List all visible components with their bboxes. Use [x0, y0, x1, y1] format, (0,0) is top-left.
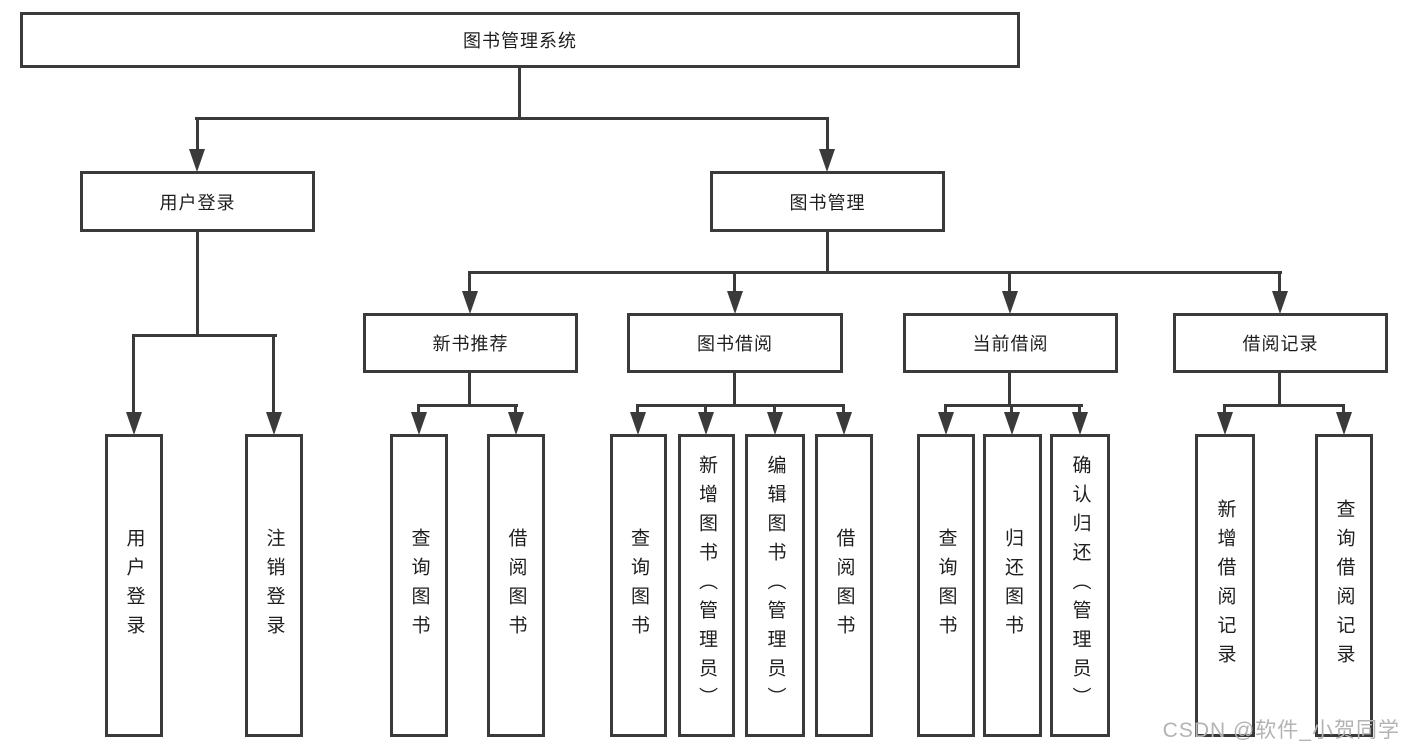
node-book-borrow: 图书借阅 — [627, 313, 843, 373]
leaf-label: 新增借阅记录 — [1214, 498, 1236, 673]
node-leaf-cb-confirm-return: 确认归还（管理员） — [1050, 434, 1110, 737]
leaf-label: 查询图书 — [408, 527, 430, 644]
connector-hline — [417, 404, 518, 407]
node-leaf-br-query-record: 查询借阅记录 — [1315, 434, 1373, 737]
connector-vline — [1078, 404, 1081, 416]
connector-vline — [518, 68, 521, 120]
connector-vline — [636, 404, 639, 416]
connector-vline — [733, 271, 736, 297]
leaf-label: 新增图书（管理员） — [696, 455, 717, 716]
node-library-management-system: 图书管理系统 — [20, 12, 1020, 68]
connector-vline — [1342, 404, 1345, 416]
connector-vline — [514, 404, 517, 416]
connector-vline — [733, 373, 736, 407]
connector-vline — [1010, 404, 1013, 416]
node-leaf-bb-borrow-book: 借阅图书 — [815, 434, 873, 737]
node-leaf-logout: 注销登录 — [245, 434, 303, 737]
connector-vline — [468, 373, 471, 407]
connector-vline — [1223, 404, 1226, 416]
node-leaf-cb-query-book: 查询图书 — [917, 434, 975, 737]
node-leaf-nbr-borrow-book: 借阅图书 — [487, 434, 545, 737]
connector-vline — [1008, 373, 1011, 407]
leaf-label: 借阅图书 — [833, 527, 855, 644]
arrow-down-icon — [767, 412, 783, 435]
connector-hline — [636, 404, 845, 407]
node-new-book-recommend: 新书推荐 — [363, 313, 578, 373]
connector-hline — [1223, 404, 1345, 407]
node-leaf-bb-query-book: 查询图书 — [610, 434, 667, 737]
connector-vline — [196, 232, 199, 337]
arrow-down-icon — [819, 149, 835, 172]
csdn-watermark: CSDN @软件_小贺同学 — [1162, 719, 1400, 742]
arrow-down-icon — [1002, 291, 1018, 314]
node-borrow-records: 借阅记录 — [1173, 313, 1388, 373]
connector-vline — [1008, 271, 1011, 297]
leaf-label: 确认归还（管理员） — [1069, 455, 1091, 716]
leaf-label: 查询图书 — [628, 527, 649, 644]
connector-vline — [1278, 271, 1281, 297]
node-leaf-bb-add-book: 新增图书（管理员） — [678, 434, 735, 737]
connector-vline — [773, 404, 776, 416]
connector-vline — [944, 404, 947, 416]
leaf-label: 借阅图书 — [505, 527, 527, 644]
arrow-down-icon — [1217, 412, 1233, 435]
connector-hline — [195, 117, 829, 120]
connector-vline — [468, 271, 471, 297]
leaf-label: 编辑图书（管理员） — [764, 455, 786, 716]
arrow-down-icon — [836, 412, 852, 435]
arrow-down-icon — [508, 412, 524, 435]
arrow-down-icon — [1336, 412, 1352, 435]
connector-vline — [704, 404, 707, 416]
node-leaf-br-add-record: 新增借阅记录 — [1195, 434, 1255, 737]
connector-vline — [132, 334, 135, 416]
connector-vline — [272, 334, 275, 416]
leaf-label: 用户登录 — [123, 527, 145, 644]
arrow-down-icon — [462, 291, 478, 314]
arrow-down-icon — [411, 412, 427, 435]
connector-vline — [417, 404, 420, 416]
arrow-down-icon — [126, 412, 142, 435]
leaf-label: 归还图书 — [1002, 527, 1023, 644]
node-current-borrow: 当前借阅 — [903, 313, 1118, 373]
connector-hline — [468, 271, 1282, 274]
node-leaf-bb-edit-book: 编辑图书（管理员） — [745, 434, 805, 737]
arrow-down-icon — [1004, 412, 1020, 435]
arrow-down-icon — [698, 412, 714, 435]
connector-vline — [842, 404, 845, 416]
node-leaf-nbr-query-book: 查询图书 — [390, 434, 448, 737]
connector-vline — [1278, 373, 1281, 407]
arrow-down-icon — [266, 412, 282, 435]
arrow-down-icon — [630, 412, 646, 435]
connector-vline — [196, 117, 199, 150]
arrow-down-icon — [938, 412, 954, 435]
connector-hline — [132, 334, 277, 337]
node-leaf-user-login: 用户登录 — [105, 434, 163, 737]
leaf-label: 注销登录 — [263, 527, 285, 644]
leaf-label: 查询图书 — [935, 527, 957, 644]
node-user-login: 用户登录 — [80, 171, 315, 232]
connector-hline — [944, 404, 1083, 407]
connector-vline — [826, 117, 829, 150]
connector-vline — [826, 232, 829, 274]
arrow-down-icon — [189, 149, 205, 172]
leaf-label: 查询借阅记录 — [1333, 498, 1355, 673]
node-book-management: 图书管理 — [710, 171, 945, 232]
arrow-down-icon — [1072, 412, 1088, 435]
arrow-down-icon — [1272, 291, 1288, 314]
arrow-down-icon — [727, 291, 743, 314]
node-leaf-cb-return-book: 归还图书 — [983, 434, 1042, 737]
